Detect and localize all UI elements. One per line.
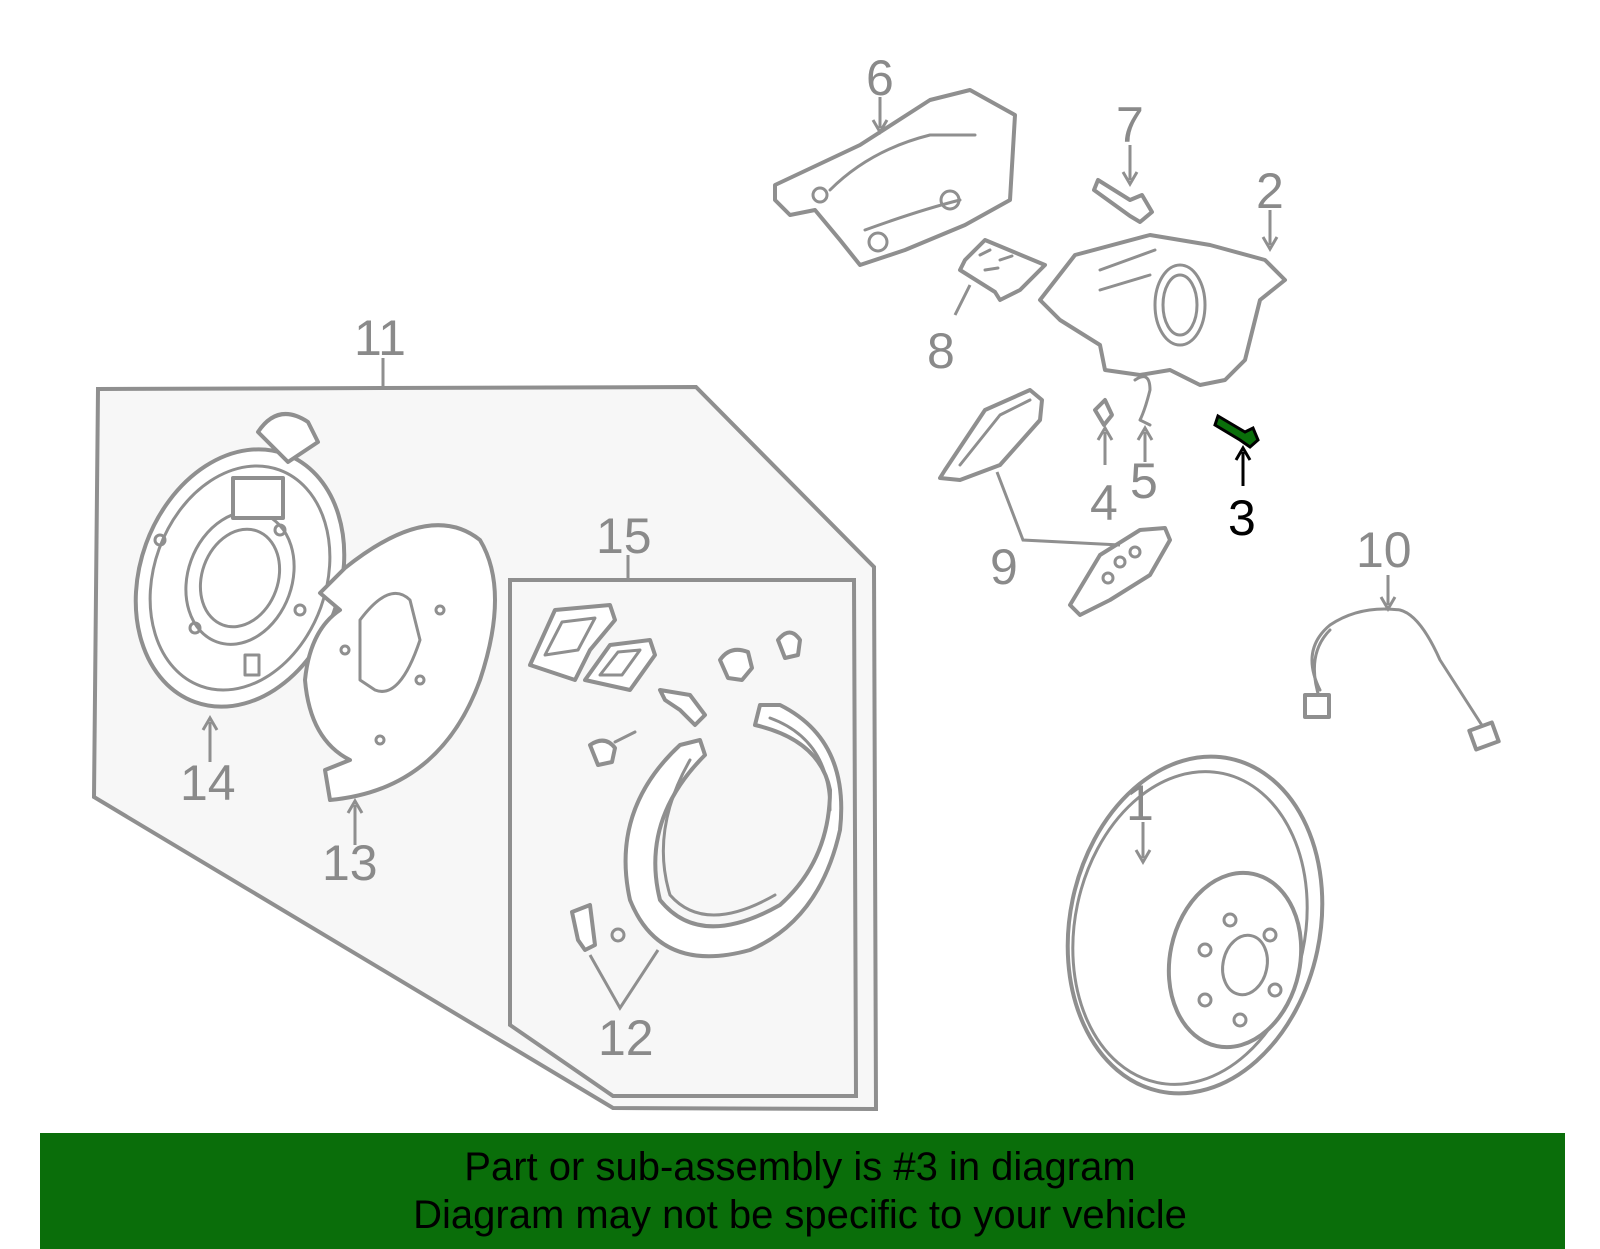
callout-12: 12 (598, 1010, 654, 1066)
callout-10: 10 (1356, 522, 1412, 578)
callout-9: 9 (990, 539, 1018, 595)
part-13-dust-shield[interactable] (303, 523, 497, 802)
callout-2: 2 (1256, 163, 1284, 219)
callout-1: 1 (1126, 775, 1154, 831)
part-1-rotor[interactable] (1037, 733, 1352, 1118)
callout-14: 14 (180, 755, 236, 811)
part-3-bolt-highlighted[interactable] (1213, 413, 1260, 449)
callout-4: 4 (1090, 475, 1118, 531)
part-12-brake-shoe[interactable] (623, 703, 844, 959)
callout-5: 5 (1130, 453, 1158, 509)
callout-15: 15 (596, 508, 652, 564)
part-4-bleeder-screw[interactable] (1093, 398, 1114, 427)
banner-line-2: Diagram may not be specific to your vehi… (413, 1193, 1187, 1237)
part-6-caliper-bracket[interactable] (773, 88, 1017, 267)
callout-3: 3 (1228, 490, 1256, 546)
callout-7: 7 (1116, 97, 1144, 153)
part-2-caliper[interactable] (1038, 233, 1287, 387)
part-5-bleeder-cap[interactable] (1133, 375, 1152, 427)
callout-8: 8 (927, 323, 955, 379)
banner-line-1: Part or sub-assembly is #3 in diagram (464, 1145, 1136, 1189)
leader-lines (201, 97, 1397, 1011)
callout-13: 13 (322, 835, 378, 891)
callout-6: 6 (866, 50, 894, 106)
part-14-backing-plate[interactable] (101, 412, 379, 736)
part-8-anti-rattle-clip[interactable] (958, 238, 1047, 302)
part-7-guide-bolt[interactable] (1092, 178, 1154, 224)
callout-11: 11 (354, 310, 406, 366)
kit-15-hardware[interactable] (528, 603, 802, 952)
info-banner: Part or sub-assembly is #3 in diagram Di… (40, 1133, 1565, 1249)
part-9-brake-pads[interactable] (938, 388, 1172, 617)
part-10-hose[interactable] (1303, 607, 1501, 752)
